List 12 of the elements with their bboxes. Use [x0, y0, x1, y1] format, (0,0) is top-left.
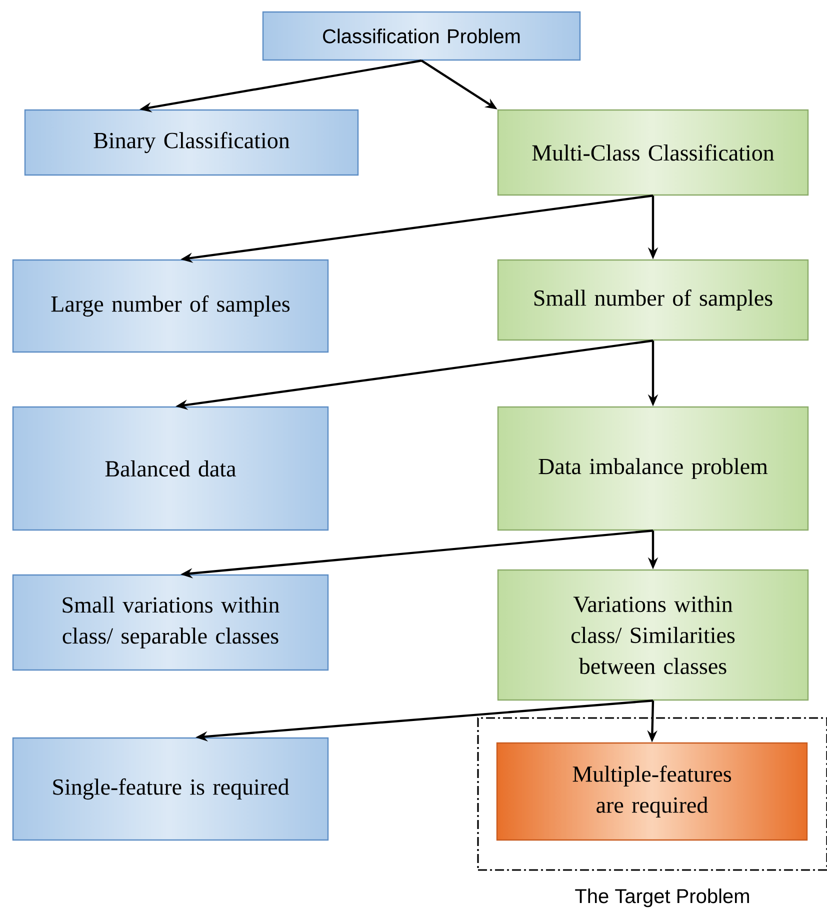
node-label: The Target Problem [575, 888, 749, 908]
process-box: Multi-Class Classification [497, 109, 809, 196]
process-box: Classification Problem [262, 11, 581, 61]
process-box: Binary Classification [24, 109, 359, 176]
target-box: Multiple-features are required [496, 742, 808, 841]
process-box: Small number of samples [497, 259, 809, 341]
process-box: Variations within class/ Similarities between classes [497, 569, 809, 701]
process-box: Large number of samples [12, 259, 329, 353]
process-box: Single-feature is required [12, 737, 329, 841]
process-box: Data imbalance problem [497, 406, 809, 531]
process-box: Small variations within class/ separable classes [12, 574, 329, 671]
process-box: Balanced data [12, 406, 329, 531]
